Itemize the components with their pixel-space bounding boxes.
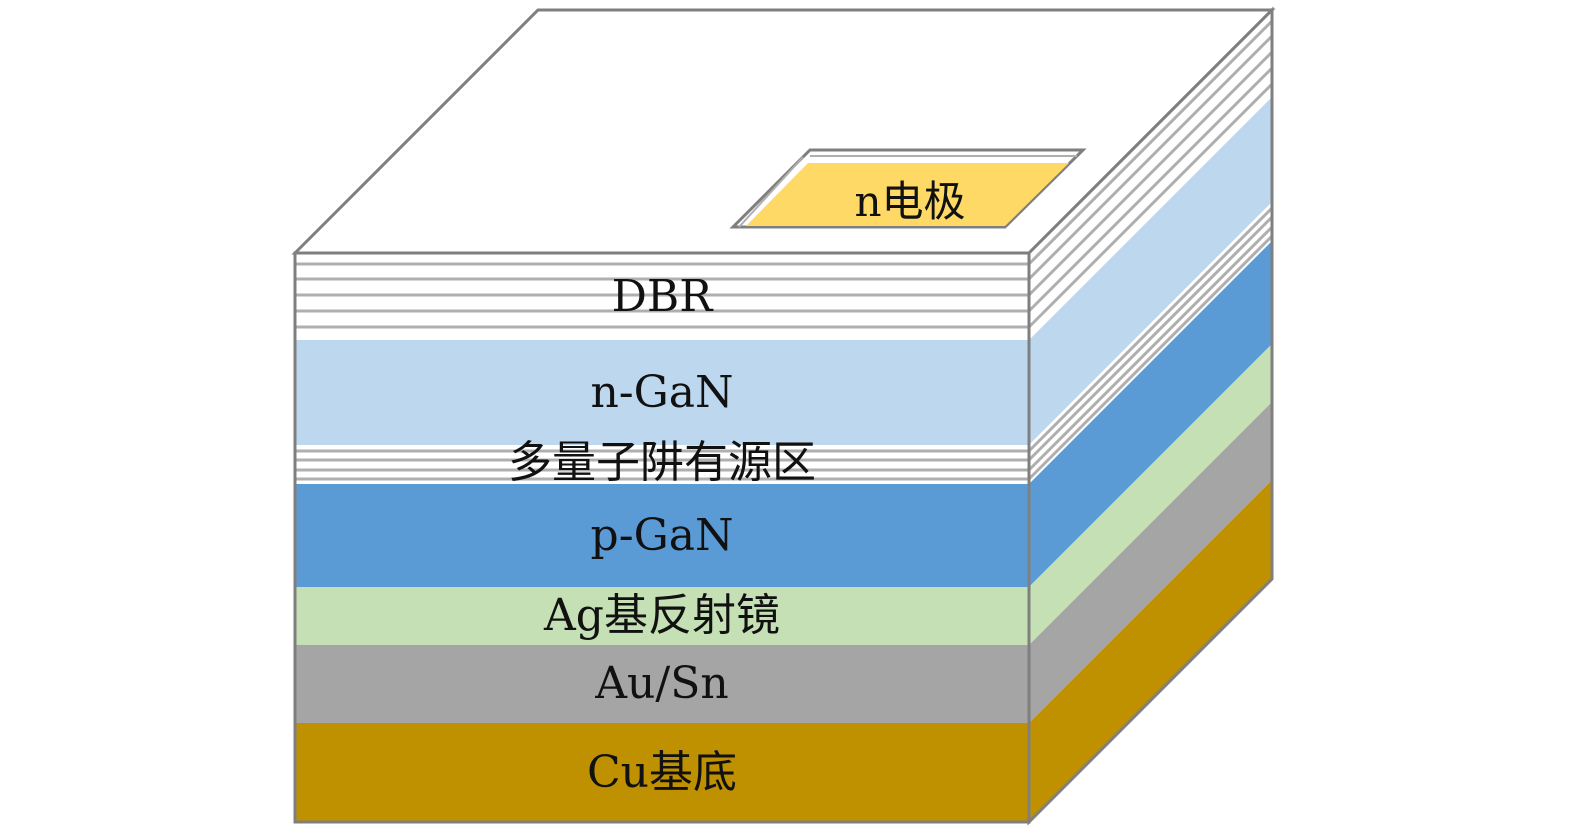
n-electrode: [746, 163, 1069, 226]
layer-label-1: n-GaN: [590, 366, 734, 418]
stripe-side: [1027, 225, 1274, 472]
layer-label-6: Cu基底: [586, 746, 737, 798]
layer-label-0: DBR: [611, 270, 713, 322]
layer-side-4: [1029, 344, 1272, 645]
electrode-stripe: [738, 156, 804, 228]
stripe-side: [1027, 19, 1274, 266]
layer-front-5: [295, 645, 1029, 723]
layer-side-6: [1029, 480, 1272, 822]
stripe-side: [1027, 34, 1274, 281]
layer-front-6: [295, 723, 1029, 822]
stripe-side: [1027, 82, 1274, 329]
layer-front-4: [295, 587, 1029, 645]
n-electrode-label: n电极: [854, 177, 966, 226]
layer-front-3: [295, 484, 1029, 587]
layer-side-1: [1029, 97, 1272, 445]
stripe-side: [1027, 215, 1274, 462]
stripe-side: [1027, 206, 1274, 453]
layer-label-5: Au/Sn: [595, 658, 729, 709]
layer-label-2: 多量子阱有源区: [508, 436, 816, 488]
layer-side-5: [1029, 402, 1272, 723]
layer-side-3: [1029, 241, 1272, 587]
layer-front-1: [295, 340, 1029, 445]
stripe-side: [1027, 50, 1274, 297]
stripe-side: [1027, 234, 1274, 481]
stripe-side: [1027, 66, 1274, 313]
layer-label-4: Ag基反射镜: [544, 590, 780, 641]
layer-side-2: [1029, 202, 1272, 484]
side-outline: [1027, 6, 1274, 826]
layer-label-3: p-GaN: [590, 509, 734, 561]
